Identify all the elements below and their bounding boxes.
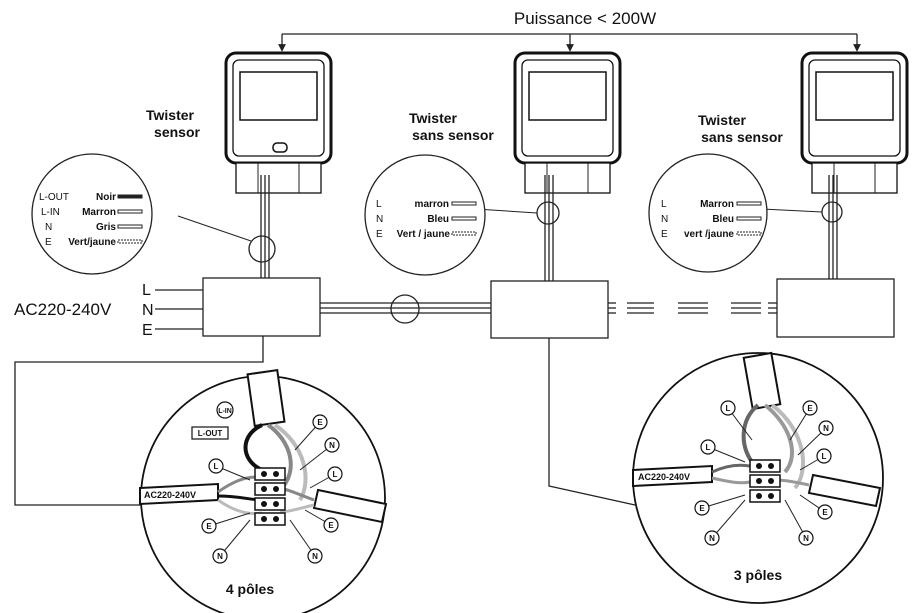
callout-3: L N E Marron Bleu vert /jaune xyxy=(648,153,823,273)
detail-1-tag-lout: L-OUT xyxy=(198,429,223,438)
callout-1-color-vertjaune: Vert/jaune xyxy=(68,237,116,248)
callout-2-code-l: L xyxy=(376,199,382,210)
callout-3-color-bleu: Bleu xyxy=(712,214,734,225)
lamp-3-title-line2: sans sensor xyxy=(701,129,783,145)
detail-1-marker-e2: E xyxy=(206,522,212,531)
lamp-1-title-line1: Twister xyxy=(146,107,195,123)
detail-2-marker-l2: L xyxy=(706,443,711,452)
supply-l-label: L xyxy=(142,282,151,299)
lamp-3-title-line1: Twister xyxy=(698,112,747,128)
callout-3-code-l: L xyxy=(661,199,667,210)
supply-e-label: E xyxy=(142,322,153,339)
callout-2-color-marron: marron xyxy=(415,199,449,210)
callout-3-color-marron: Marron xyxy=(700,199,734,210)
detail-2-marker-n1: N xyxy=(823,424,829,433)
detail-1-marker-n1: N xyxy=(329,441,335,450)
supply-labels: L N E AC220-240V xyxy=(14,282,154,339)
detail-1-marker-n3: N xyxy=(312,552,318,561)
detail-2-marker-e1: E xyxy=(807,404,813,413)
callout-1-code-lout: L-OUT xyxy=(39,192,69,203)
detail-leaders xyxy=(14,336,636,506)
callout-1-code-n: N xyxy=(45,222,52,233)
callout-2-code-n: N xyxy=(376,214,383,225)
callout-3-code-n: N xyxy=(661,214,668,225)
detail-2-marker-e3: E xyxy=(822,508,828,517)
lamp-1: Twister sensor xyxy=(146,51,333,278)
detail-2-marker-n3: N xyxy=(803,534,809,543)
detail-2-marker-e2: E xyxy=(699,504,705,513)
detail-2-caption: 3 pôles xyxy=(734,567,782,583)
sensor-window-icon xyxy=(272,142,288,153)
lamp-3: Twister sans sensor xyxy=(698,51,909,279)
detail-1-marker-e3: E xyxy=(328,521,334,530)
lamp-2-title-line2: sans sensor xyxy=(412,127,494,143)
detail-4-poles: L-IN L-OUT AC220-240V E N L L E N xyxy=(139,369,388,613)
callout-2: L N E marron Bleu Vert / jaune xyxy=(364,154,538,276)
detail-2-marker-n2: N xyxy=(709,534,715,543)
detail-1-marker-l1: L xyxy=(214,462,219,471)
power-label: Puissance < 200W xyxy=(514,9,656,28)
supply-n-label: N xyxy=(142,302,154,319)
detail-1-marker-n2: N xyxy=(217,552,223,561)
callout-1-color-noir: Noir xyxy=(96,192,116,203)
lamp-2-title-line1: Twister xyxy=(409,110,458,126)
callout-1-code-e: E xyxy=(45,237,52,248)
callout-1-code-lin: L-IN xyxy=(41,207,60,218)
callout-1-color-gris: Gris xyxy=(96,222,116,233)
detail-2-cable-label: AC220-240V xyxy=(638,472,690,482)
detail-1-marker-l2: L xyxy=(333,470,338,479)
detail-2-marker-l3: L xyxy=(822,452,827,461)
power-bracket: Puissance < 200W xyxy=(278,6,861,52)
detail-3-poles: AC220-240V L E N L L E N E N xyxy=(632,351,884,604)
detail-2-marker-l1: L xyxy=(726,404,731,413)
detail-1-cable-label: AC220-240V xyxy=(144,490,196,500)
detail-1-marker-e1: E xyxy=(317,418,323,427)
detail-1-tag-lin: L-IN xyxy=(218,408,232,415)
lamp-1-title-line2: sensor xyxy=(154,124,200,140)
callout-1: L-OUT L-IN N E Noir Marron Gris Vert/jau… xyxy=(31,153,252,275)
detail-1-caption: 4 pôles xyxy=(226,581,274,597)
callout-1-color-marron: Marron xyxy=(82,207,116,218)
callout-3-color-vertjaune: vert /jaune xyxy=(684,229,734,240)
lamp-2: Twister sans sensor xyxy=(409,51,622,281)
callout-2-color-bleu: Bleu xyxy=(427,214,449,225)
junction-boxes xyxy=(155,277,895,339)
callout-3-code-e: E xyxy=(661,229,668,240)
supply-voltage-label: AC220-240V xyxy=(14,300,112,319)
callout-2-color-vertjaune: Vert / jaune xyxy=(397,229,451,240)
callout-2-code-e: E xyxy=(376,229,383,240)
